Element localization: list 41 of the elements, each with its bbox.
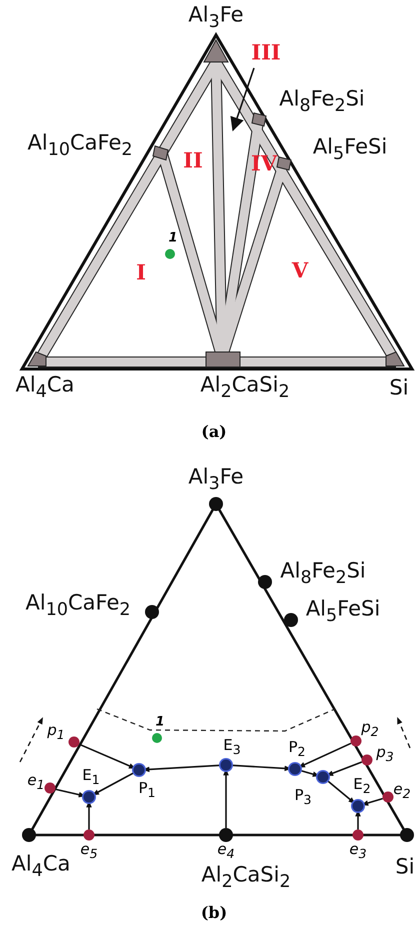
point-label: p$_{1}$ xyxy=(47,722,65,742)
tie-line-arrow xyxy=(326,780,356,804)
point-label: e$_{4}$ xyxy=(217,842,235,860)
phase-label: Al$_{4}$Ca xyxy=(12,854,70,880)
panel-caption: (b) xyxy=(200,905,228,921)
phase-label: Al$_{2}$CaSi$_{2}$ xyxy=(201,864,291,892)
point-number: 1 xyxy=(155,716,165,728)
panel-caption: (a) xyxy=(201,424,227,440)
point-label: e$_{5}$ xyxy=(80,842,98,860)
point-label: E$_{1}$ xyxy=(82,768,100,786)
region-numeral: I xyxy=(136,262,146,282)
phase-label: Al$_{10}$CaFe$_{2}$ xyxy=(26,592,130,620)
phase-label: Si xyxy=(395,856,415,878)
region-numeral: III xyxy=(251,42,281,62)
point-label: P$_{2}$ xyxy=(288,740,306,758)
leader-arrow xyxy=(230,68,255,132)
region-numeral: II xyxy=(183,150,203,170)
tie-line-arrow xyxy=(78,743,136,769)
point-label: e$_{3}$ xyxy=(349,842,367,860)
phase-label: Al$_{4}$Ca xyxy=(16,374,74,402)
point-label: E$_{2}$ xyxy=(353,776,371,796)
phase-label: Al$_{3}$Fe xyxy=(188,4,244,32)
point-label: e$_{2}$ xyxy=(393,782,411,800)
point-number: 1 xyxy=(168,232,178,244)
phase-label: Al$_{5}$FeSi xyxy=(312,136,388,164)
point-label: P$_{1}$ xyxy=(138,780,156,800)
phase-label: Al$_{2}$CaSi$_{2}$ xyxy=(200,374,290,402)
point-label: p$_{3}$ xyxy=(376,744,394,764)
tie-line-arrow xyxy=(298,742,352,768)
tie-line-arrow xyxy=(92,772,135,796)
point-label: e$_{1}$ xyxy=(27,772,45,792)
phase-label: Al$_{10}$CaFe$_{2}$ xyxy=(28,132,132,160)
phase-label: Al$_{8}$Fe$_{2}$Si xyxy=(280,560,366,588)
point-label: P$_{3}$ xyxy=(294,788,312,806)
phase-label: Al$_{5}$FeSi xyxy=(306,598,380,626)
point-label: E$_{3}$ xyxy=(223,738,241,756)
phase-label: Si xyxy=(389,378,409,398)
phase-label: Al$_{8}$Fe$_{2}$Si xyxy=(279,88,365,116)
phase-label: Al$_{3}$Fe xyxy=(188,466,244,494)
point-label: p$_{2}$ xyxy=(361,720,379,738)
region-numeral: V xyxy=(292,260,308,280)
